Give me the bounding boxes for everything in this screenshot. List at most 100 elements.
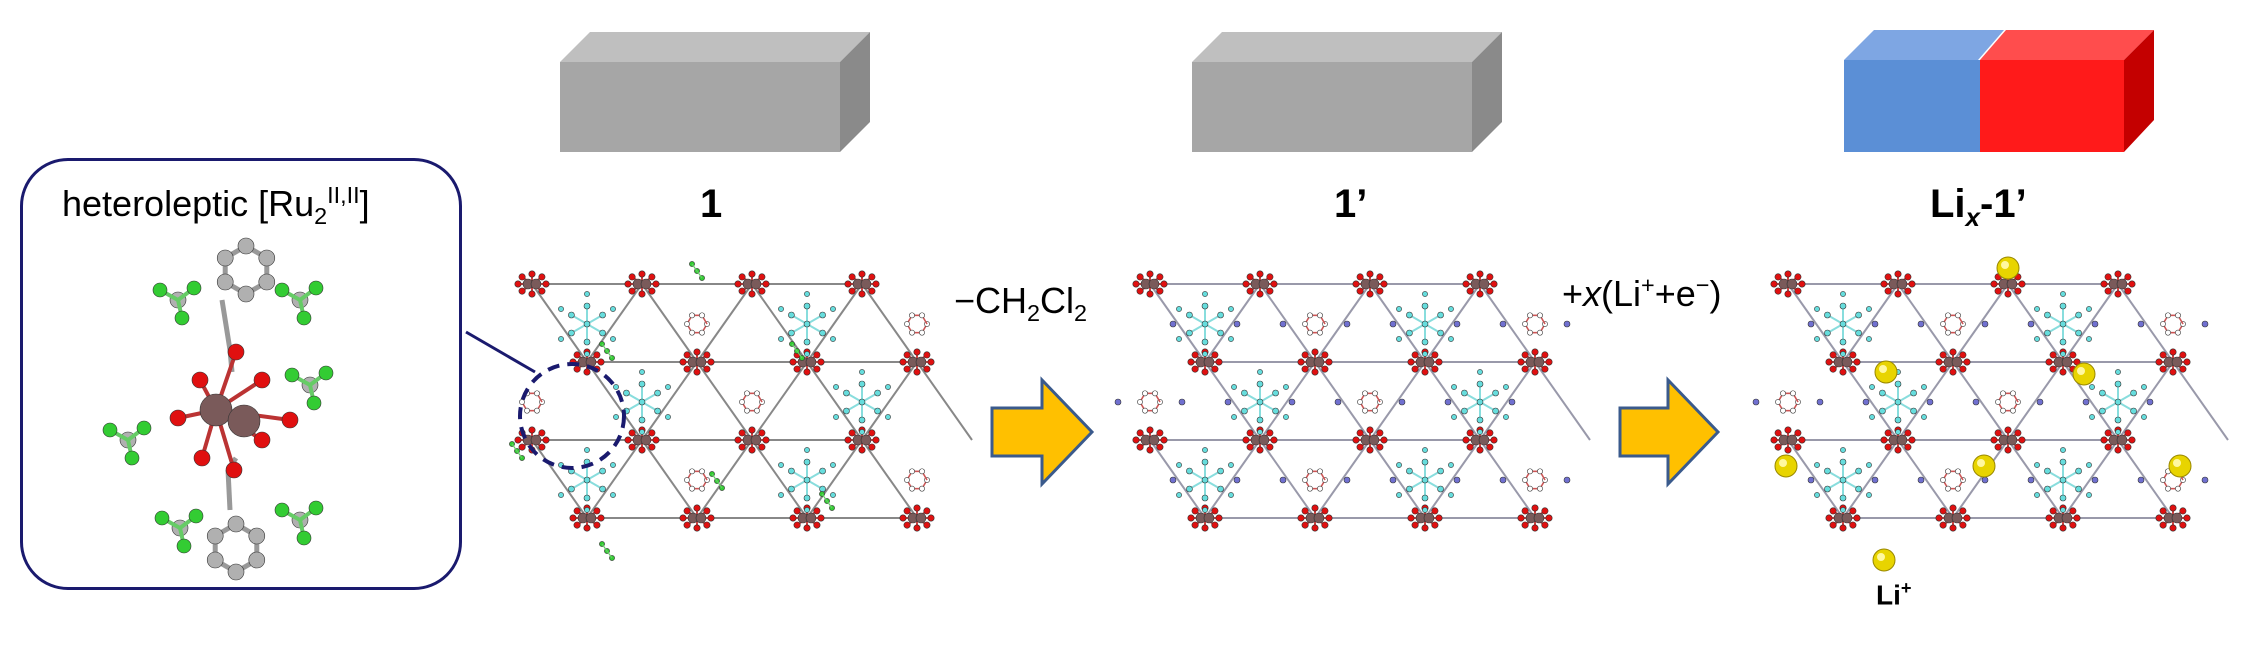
ring-atom — [1317, 468, 1323, 475]
bond — [641, 283, 653, 292]
linker-atom — [1855, 485, 1862, 493]
bond — [631, 276, 643, 285]
ring-atom — [2165, 468, 2171, 475]
oxygen-atom — [1311, 348, 1319, 356]
oxygen-atom — [2169, 504, 2177, 512]
bond — [1204, 479, 1222, 490]
linker-atom — [1869, 384, 1875, 390]
linker-atom — [2034, 306, 2040, 312]
linker-atom — [1814, 462, 1820, 468]
bond — [1154, 401, 1161, 412]
bond — [1952, 361, 2009, 441]
bond — [536, 392, 543, 403]
process-arrow-2 — [1618, 376, 1721, 488]
bond — [2062, 510, 2074, 519]
ruthenium-atom — [1833, 512, 1845, 524]
oxygen-atom — [1411, 365, 1419, 373]
bond — [916, 510, 928, 519]
oxygen-atom — [1366, 270, 1374, 278]
oxygen-atom — [817, 358, 825, 366]
bond — [751, 439, 763, 448]
ring-atom — [1372, 407, 1378, 414]
bond — [686, 314, 693, 325]
ring-atom — [1955, 485, 1961, 492]
bond — [861, 283, 873, 292]
oxygen-atom — [868, 429, 876, 437]
oxygen-atom — [1939, 521, 1947, 529]
dcm-atom — [599, 541, 605, 547]
oxygen-atom — [872, 436, 880, 444]
linker-atom — [859, 429, 865, 435]
bond — [1997, 276, 2009, 285]
oxygen-atom — [1466, 287, 1474, 295]
ruthenium-atom — [1943, 356, 1955, 368]
bond — [751, 361, 808, 441]
bond — [1957, 470, 1964, 481]
oxygen-atom — [1431, 507, 1439, 515]
linker-atom — [623, 407, 630, 415]
linker-atom — [2075, 467, 2082, 475]
linker-atom — [803, 302, 811, 310]
oxygen-atom — [1490, 436, 1498, 444]
oxygen-atom — [2124, 443, 2132, 451]
ruthenium-atom — [1888, 278, 1900, 290]
linker-atom — [804, 447, 810, 453]
oxygen-atom — [1191, 351, 1199, 359]
linker-atom — [1422, 351, 1428, 357]
linker-atom — [1840, 351, 1846, 357]
dcm-atom — [514, 448, 520, 454]
oxygen-atom — [707, 514, 715, 522]
oxygen-atom — [1356, 287, 1364, 295]
bond — [906, 470, 913, 481]
bond — [1539, 479, 1546, 490]
bond — [1314, 510, 1326, 519]
oxygen-atom — [1490, 280, 1498, 288]
ruthenium-atom — [1140, 434, 1152, 446]
bond — [1314, 517, 1326, 526]
bond — [2117, 439, 2129, 448]
bond — [1524, 354, 1536, 363]
bond — [1314, 354, 1326, 363]
bond — [1369, 439, 1381, 448]
ring-atom — [919, 468, 925, 475]
bond — [1952, 354, 1964, 363]
bond — [696, 439, 753, 519]
oxygen-atom — [1825, 358, 1833, 366]
oxygen-atom — [1839, 504, 1847, 512]
bond — [1359, 401, 1366, 412]
oxygen-atom — [1894, 426, 1902, 434]
linker-atom — [2059, 458, 2067, 466]
bond — [586, 439, 643, 519]
ruthenium-atom — [1951, 356, 1963, 368]
oxygen-atom — [1541, 507, 1549, 515]
ruthenium-atom — [695, 356, 707, 368]
bond — [701, 470, 708, 481]
bond — [1204, 323, 1222, 334]
bond — [1259, 432, 1271, 441]
linker-atom — [858, 416, 866, 424]
oxygen-atom — [748, 290, 756, 298]
ruthenium-atom — [1896, 278, 1908, 290]
inset-connector-line — [465, 330, 536, 374]
linker-atom — [858, 380, 866, 388]
bond — [1832, 517, 1844, 526]
linker-atom — [1921, 384, 1927, 390]
oxygen-atom — [2014, 429, 2022, 437]
ruthenium-atom — [1533, 356, 1545, 368]
linker-atom — [583, 458, 591, 466]
ring-atom — [754, 390, 760, 397]
linker-atom — [843, 407, 850, 415]
nitrogen-atom — [1862, 398, 1870, 406]
bond — [851, 439, 863, 448]
dcm-atom — [519, 455, 525, 461]
oxygen-atom — [542, 280, 550, 288]
bond — [1259, 439, 1316, 519]
bond — [641, 392, 659, 403]
ring-atom — [2160, 477, 2166, 483]
bond — [1408, 470, 1426, 481]
bond — [1414, 354, 1426, 363]
linker-atom — [1406, 329, 1413, 337]
bond — [1369, 439, 1426, 519]
bond — [1887, 432, 1899, 441]
ruthenium-atom — [585, 356, 597, 368]
